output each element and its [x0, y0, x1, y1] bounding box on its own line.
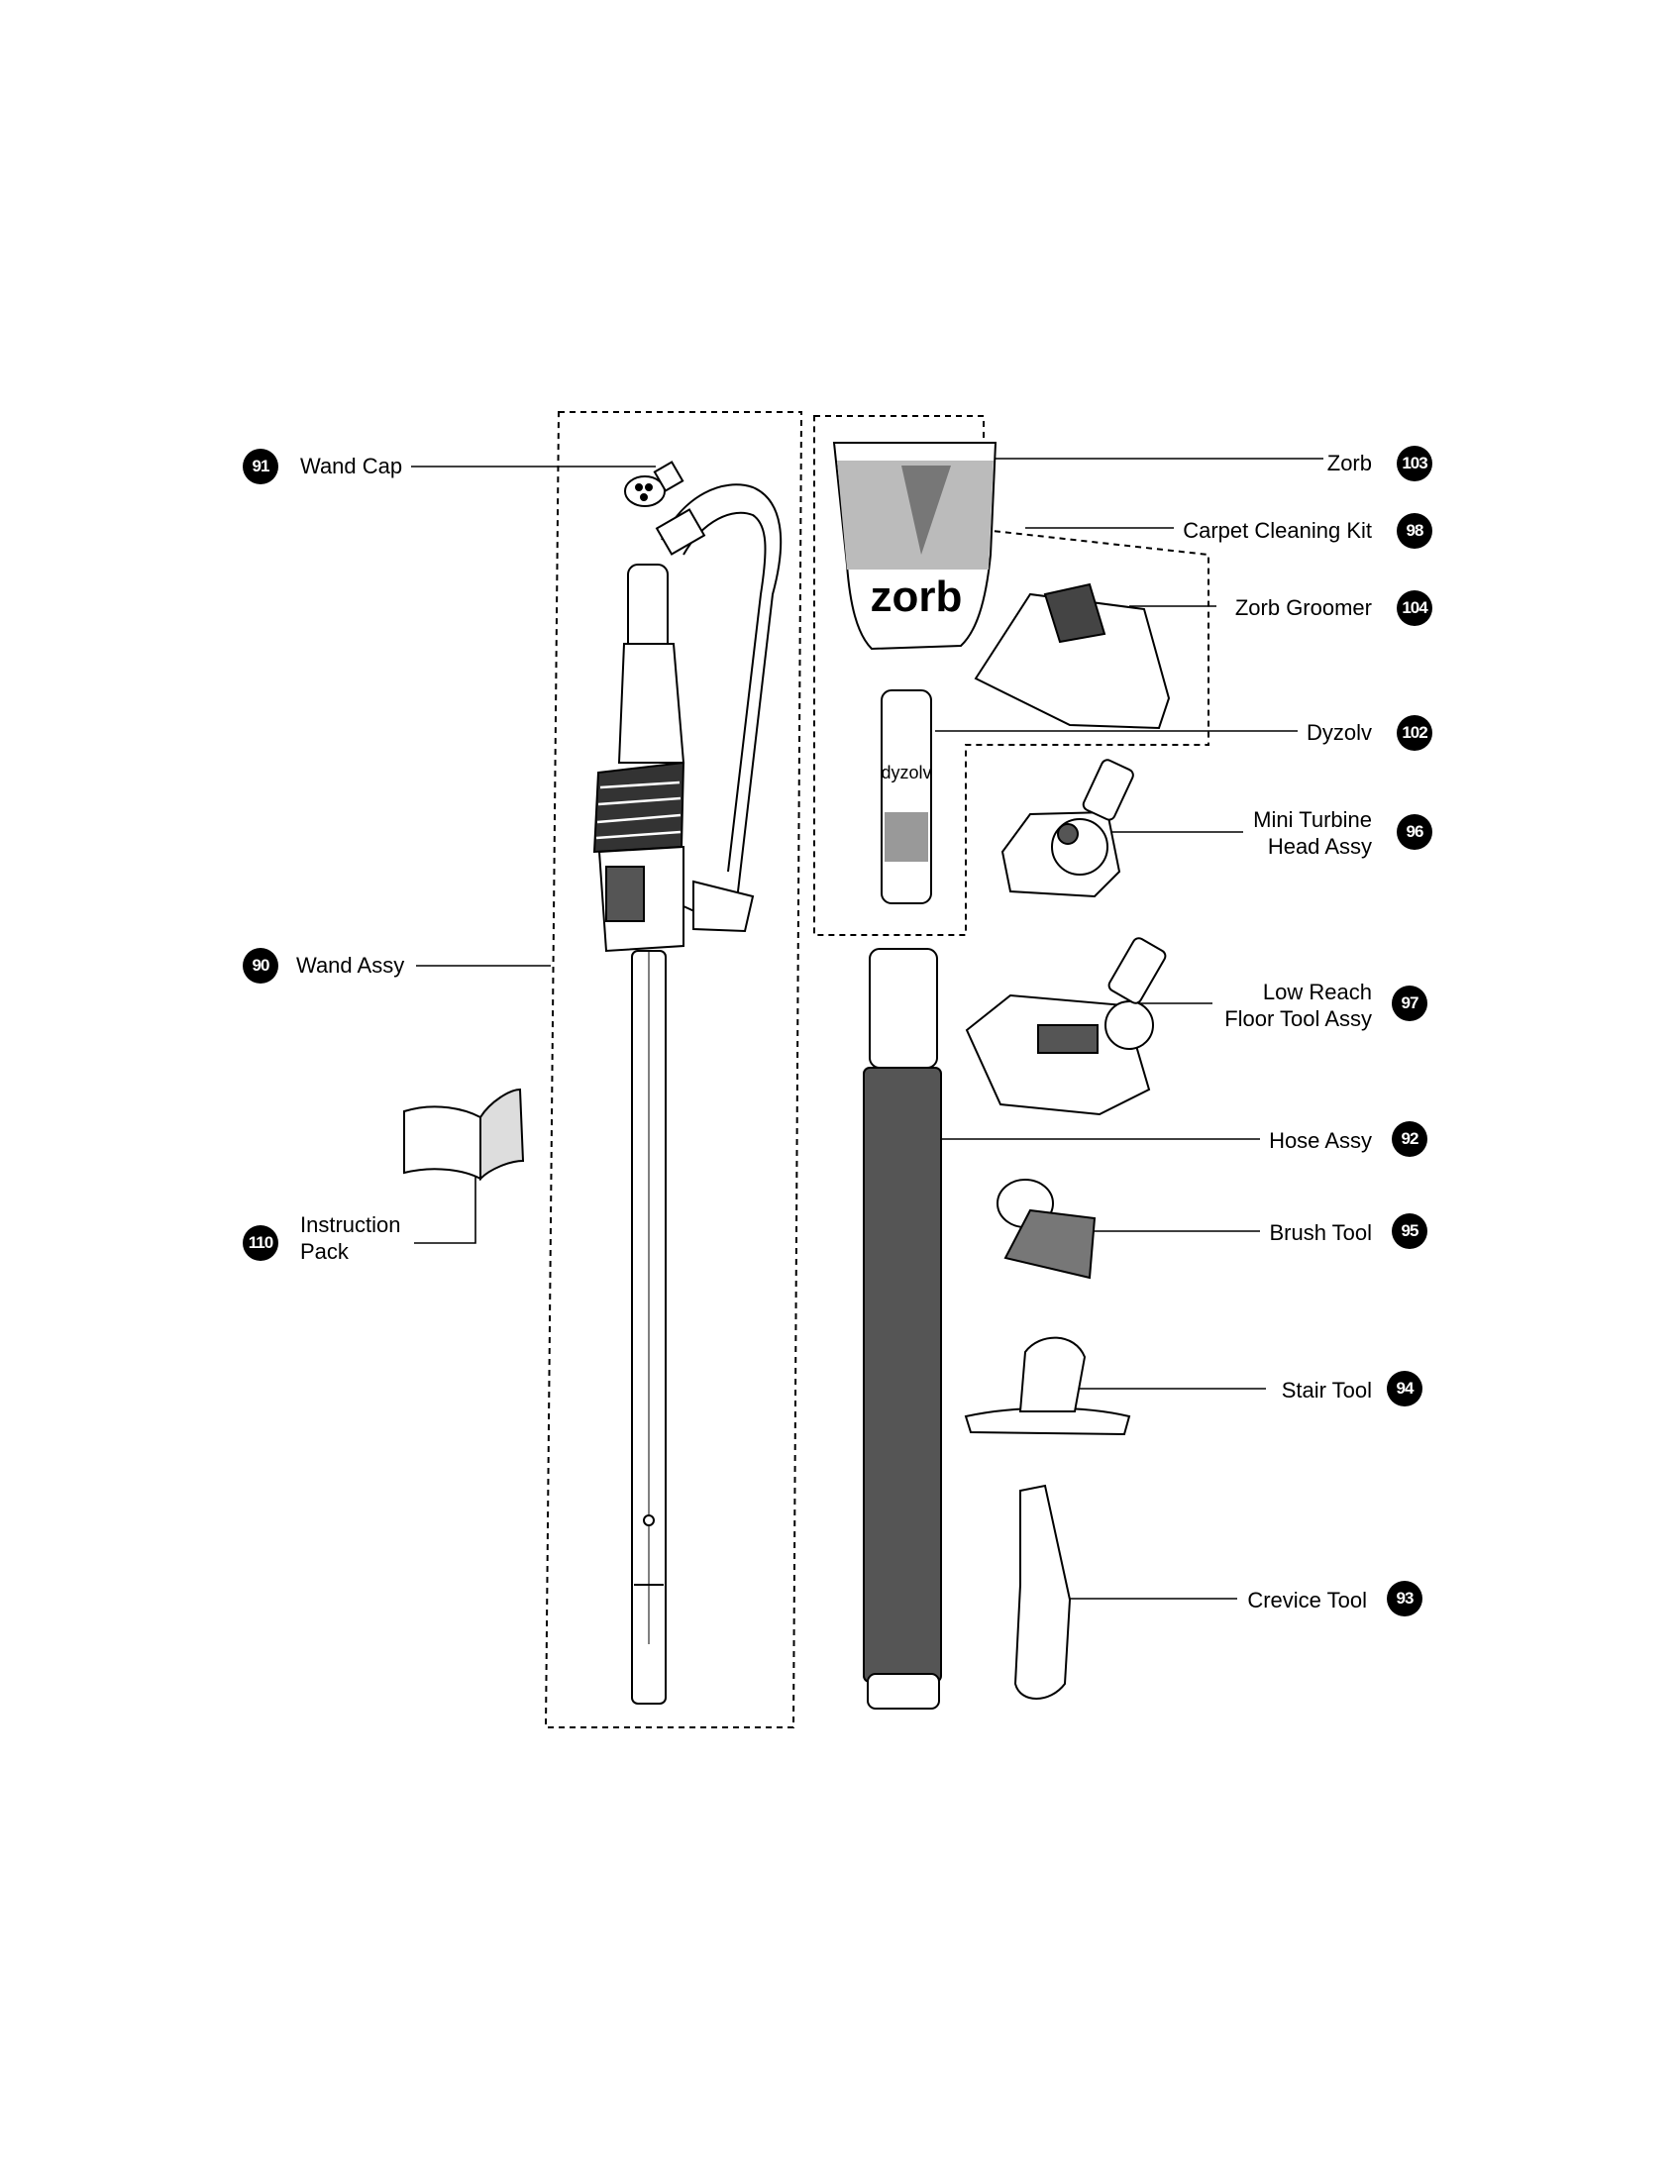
instruction-pack-label-line2: Pack [300, 1239, 349, 1264]
dyzolv-brand-text: dyzolv [881, 763, 931, 782]
part-number-badge: 104 [1397, 590, 1432, 626]
brush-tool-label: Brush Tool [1269, 1220, 1372, 1245]
dyzolv-can-drawing: dyzolv [881, 689, 932, 904]
hose-drawing [863, 948, 942, 1710]
carpet-cleaning-kit-label: Carpet Cleaning Kit [1183, 518, 1372, 543]
part-number-badge: 97 [1392, 986, 1427, 1021]
crevice-tool-label: Crevice Tool [1247, 1588, 1367, 1612]
part-number-badge: 90 [243, 948, 278, 984]
wand-drawing [592, 483, 783, 1705]
part-number-badge: 94 [1387, 1371, 1422, 1406]
low-reach-floor-tool-label-line2: Floor Tool Assy [1224, 1006, 1372, 1031]
zorb-groomer-drawing [974, 582, 1171, 730]
stair-tool-label: Stair Tool [1281, 1378, 1372, 1403]
zorb-brand-text: zorb [871, 572, 963, 621]
instruction-pack-label-line1: Instruction [300, 1212, 401, 1237]
low-reach-floor-tool-drawing [965, 937, 1167, 1116]
part-number-badge: 95 [1392, 1213, 1427, 1249]
part-number-badge: 93 [1387, 1581, 1422, 1616]
zorb-groomer-label: Zorb Groomer [1234, 595, 1372, 620]
part-number-badge: 91 [243, 449, 278, 484]
wand-group-box [544, 411, 803, 1728]
part-number-badge: 110 [243, 1225, 278, 1261]
hose-assy-label: Hose Assy [1269, 1128, 1372, 1153]
zorb-label: Zorb [1326, 451, 1372, 475]
mini-turbine-head-drawing [1000, 759, 1134, 898]
leader-lines [411, 458, 1323, 1600]
mini-turbine-head-label-line1: Mini Turbine [1253, 807, 1372, 832]
part-number-badge: 96 [1397, 814, 1432, 850]
zorb-bag-drawing: zorb [832, 442, 998, 651]
stair-tool-drawing [964, 1336, 1131, 1436]
brush-tool-drawing [997, 1179, 1097, 1280]
part-number-badge: 103 [1397, 446, 1432, 481]
wand-cap-drawing [624, 461, 684, 507]
wand-cap-label: Wand Cap [300, 454, 403, 478]
mini-turbine-head-label-line2: Head Assy [1267, 834, 1372, 859]
part-number-badge: 102 [1397, 715, 1432, 751]
part-number-badge: 92 [1392, 1121, 1427, 1157]
dyzolv-label: Dyzolv [1306, 720, 1372, 745]
crevice-tool-drawing [1013, 1484, 1072, 1700]
wand-assy-label: Wand Assy [296, 953, 405, 978]
instruction-pack-drawing [403, 1088, 525, 1182]
part-number-badge: 98 [1397, 513, 1432, 549]
low-reach-floor-tool-label-line1: Low Reach [1262, 980, 1372, 1004]
